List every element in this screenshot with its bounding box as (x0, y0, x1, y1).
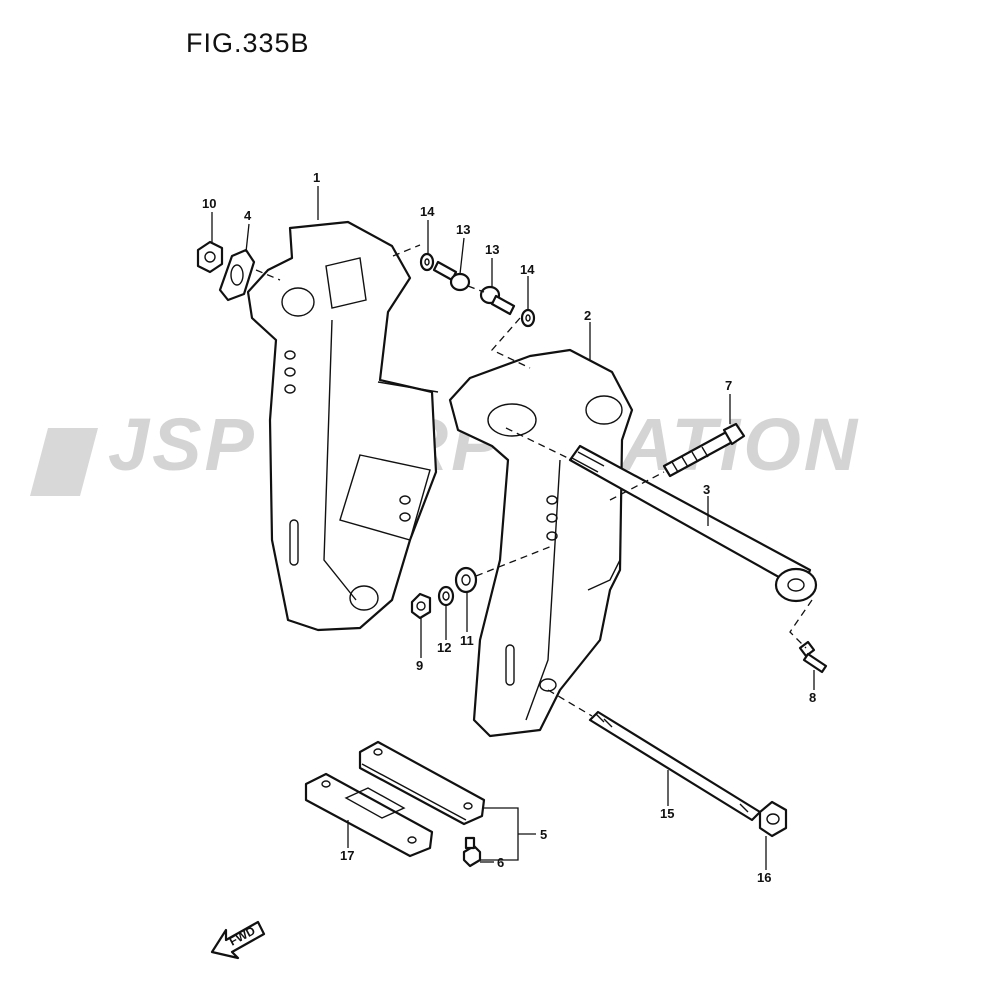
part-10-nut (196, 240, 224, 274)
callout-11: 11 (460, 633, 474, 648)
leader-lines (211, 186, 815, 870)
part-14-washer-b (520, 308, 536, 328)
part-5-spacer-plate (358, 740, 486, 826)
part-2-clamp-bracket-right (448, 348, 634, 738)
callout-2: 2 (584, 308, 591, 323)
callout-labels: 1 2 3 4 5 6 7 8 9 10 11 12 13 13 14 14 1… (202, 170, 816, 885)
callout-8: 8 (809, 690, 816, 705)
phantom-lines (255, 244, 813, 717)
callout-9: 9 (416, 658, 423, 673)
part-13-bolt-b (479, 285, 516, 316)
callout-7: 7 (725, 378, 732, 393)
part-17-spacer-plate (304, 772, 434, 858)
part-7-bolt (662, 422, 746, 478)
callout-5: 5 (540, 827, 547, 842)
part-14-washer-a (419, 252, 435, 272)
part-13-bolt-a (432, 260, 471, 292)
part-9-nut (410, 592, 432, 620)
watermark: JSP CORPORATION (30, 403, 857, 496)
callout-13a: 13 (456, 222, 470, 237)
callout-10: 10 (202, 196, 216, 211)
fwd-arrow: FWD (210, 920, 266, 960)
part-6-screw (462, 836, 482, 868)
callout-14b: 14 (520, 262, 535, 277)
callout-6: 6 (497, 855, 504, 870)
callout-12: 12 (437, 640, 451, 655)
callout-13b: 13 (485, 242, 499, 257)
part-8-bolt (798, 640, 828, 674)
part-1-clamp-bracket-left (246, 220, 439, 632)
figure-title: FIG.335B (186, 28, 310, 58)
callout-14a: 14 (420, 204, 435, 219)
part-11-washer (454, 566, 478, 594)
watermark-logo-icon (30, 428, 98, 496)
callout-3: 3 (703, 482, 710, 497)
callout-17: 17 (340, 848, 354, 863)
part-15-shaft (588, 710, 762, 822)
callout-1: 1 (313, 170, 320, 185)
part-3-tilt-tube (568, 444, 818, 603)
callout-15: 15 (660, 806, 674, 821)
part-16-flange-nut (758, 800, 788, 838)
callout-4: 4 (244, 208, 252, 223)
part-12-washer (437, 585, 455, 607)
callout-16: 16 (757, 870, 771, 885)
